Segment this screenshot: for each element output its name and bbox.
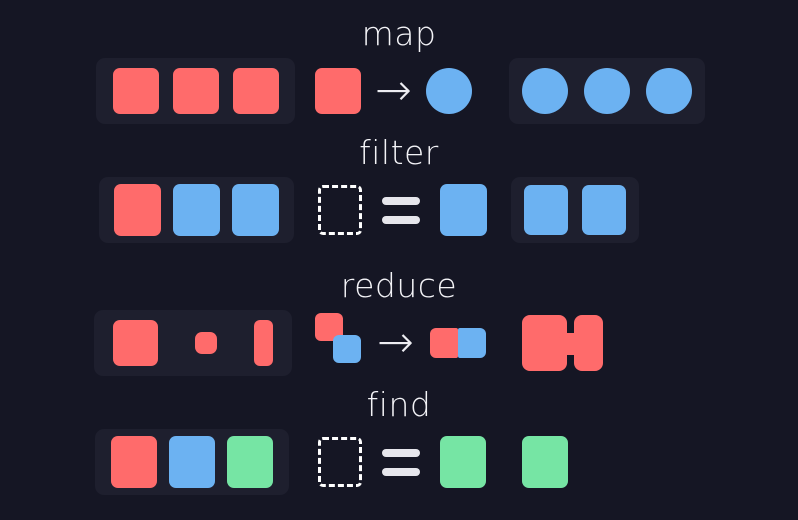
find-operator bbox=[318, 429, 486, 495]
row-filter: filter bbox=[0, 119, 798, 249]
equals-icon bbox=[382, 196, 420, 224]
row-find: find bbox=[0, 371, 798, 501]
row-label-reduce: reduce bbox=[340, 266, 458, 305]
filter-input-item-2 bbox=[173, 184, 220, 236]
filter-operator-match-square bbox=[440, 184, 487, 236]
reduce-result-square-b bbox=[457, 328, 486, 358]
arrow-right-icon: → bbox=[375, 65, 412, 116]
reduce-operator-accumulator-pair bbox=[315, 313, 361, 373]
filter-input-array bbox=[99, 177, 294, 243]
find-placeholder-slot-icon bbox=[318, 437, 362, 487]
row-label-map: map bbox=[361, 14, 437, 53]
reduce-input-array bbox=[94, 310, 292, 376]
filter-input-item-1 bbox=[114, 184, 161, 236]
map-input-array bbox=[96, 58, 295, 124]
reduce-current-square bbox=[333, 335, 361, 363]
map-input-item-3 bbox=[232, 68, 279, 114]
reduce-output-value bbox=[522, 304, 614, 382]
map-output-item-3 bbox=[646, 68, 692, 114]
reduce-operator: → bbox=[315, 304, 486, 382]
filter-operator bbox=[318, 177, 487, 243]
row-map: map → bbox=[0, 0, 798, 130]
arrow-right-icon: → bbox=[377, 317, 414, 368]
map-input-item-2 bbox=[172, 68, 219, 114]
filter-placeholder-slot-icon bbox=[318, 185, 362, 235]
filter-input-item-3 bbox=[232, 184, 279, 236]
reduce-operator-result-pair bbox=[429, 328, 486, 358]
reduce-input-item-2 bbox=[194, 332, 217, 354]
row-reduce: reduce → bbox=[0, 252, 798, 382]
reduce-merged-part-3 bbox=[574, 315, 603, 371]
find-output-item-1 bbox=[522, 436, 568, 488]
filter-output-item-1 bbox=[524, 185, 568, 235]
map-input-item-1 bbox=[112, 68, 159, 114]
reduce-result-square-a bbox=[429, 328, 458, 358]
row-label-find: find bbox=[366, 385, 432, 424]
map-output-array bbox=[509, 58, 705, 124]
filter-output-item-2 bbox=[582, 185, 626, 235]
reduce-merged-shape bbox=[522, 315, 614, 371]
map-operator: → bbox=[315, 58, 472, 124]
reduce-input-item-3 bbox=[254, 320, 274, 366]
find-input-array bbox=[95, 429, 289, 495]
map-output-item-2 bbox=[584, 68, 630, 114]
map-operator-source-square bbox=[315, 68, 361, 114]
find-output-value bbox=[522, 429, 568, 495]
find-operator-match-square bbox=[440, 436, 486, 488]
map-operator-target-circle bbox=[425, 68, 472, 114]
find-input-item-2 bbox=[169, 436, 215, 488]
equals-icon bbox=[382, 448, 420, 476]
find-input-item-3 bbox=[227, 436, 273, 488]
row-label-filter: filter bbox=[359, 133, 439, 172]
find-input-item-1 bbox=[111, 436, 157, 488]
filter-output-array bbox=[511, 177, 639, 243]
reduce-input-item-1 bbox=[112, 320, 158, 366]
map-output-item-1 bbox=[522, 68, 568, 114]
